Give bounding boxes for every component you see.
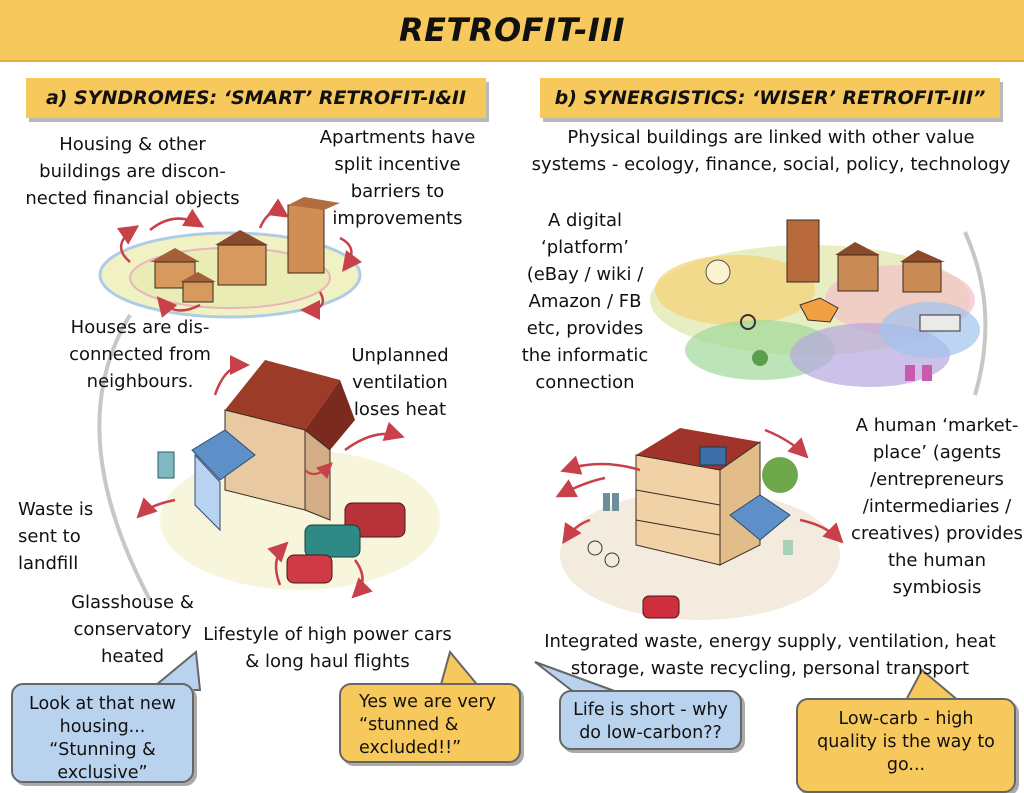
illustration-layer [97, 197, 988, 703]
house-with-cars-illustration [136, 355, 440, 599]
section-header-syndromes: a) SYNDROMES: ‘SMART’ RETROFIT-I&II [26, 78, 486, 118]
section-header-synergistics: b) SYNERGISTICS: ‘WISER’ RETROFIT-III” [540, 78, 1000, 118]
title-bar: RETROFIT-III [0, 0, 1024, 62]
label-waste-landfill: Waste is sent to landfill [18, 499, 94, 574]
speech-bubble-look: Look at that new housing... “Stunning & … [11, 683, 194, 783]
label-apartments-split-incentive: Apartments have split incentive barriers… [319, 127, 476, 229]
label-lifestyle-cars-flights: Lifestyle of high power cars & long haul… [203, 624, 452, 672]
right-arc-decoration [963, 231, 988, 396]
label-digital-platform: A digital ‘platform’ (eBay / wiki / Amaz… [521, 210, 649, 393]
disconnected-buildings-illustration [98, 197, 362, 320]
integrated-house-illustration [555, 428, 844, 620]
label-housing-disconnected: Housing & other buildings are discon- ne… [25, 134, 240, 209]
page-title: RETROFIT-III [398, 11, 626, 49]
linked-value-systems-illustration [650, 219, 980, 387]
label-glasshouse-heated: Glasshouse & conservatory heated [71, 592, 194, 667]
speech-bubble-life-short: Life is short - why do low-carbon?? [559, 690, 742, 750]
label-unplanned-ventilation: Unplanned ventilation loses heat [351, 345, 449, 420]
label-integrated-systems: Integrated waste, energy supply, ventila… [544, 631, 996, 679]
label-physical-buildings-linked: Physical buildings are linked with other… [531, 127, 1011, 175]
left-arc-decoration [97, 313, 152, 601]
label-human-marketplace: A human ‘market- place’ (agents /entrepr… [851, 415, 1023, 598]
label-houses-disconnected-neighbours: Houses are dis- connected from neighbour… [69, 317, 211, 392]
speech-bubble-lowcarb: Low-carb - high quality is the way to go… [796, 698, 1016, 793]
speech-bubble-yes: Yes we are very “stunned & excluded!!” [339, 683, 521, 763]
